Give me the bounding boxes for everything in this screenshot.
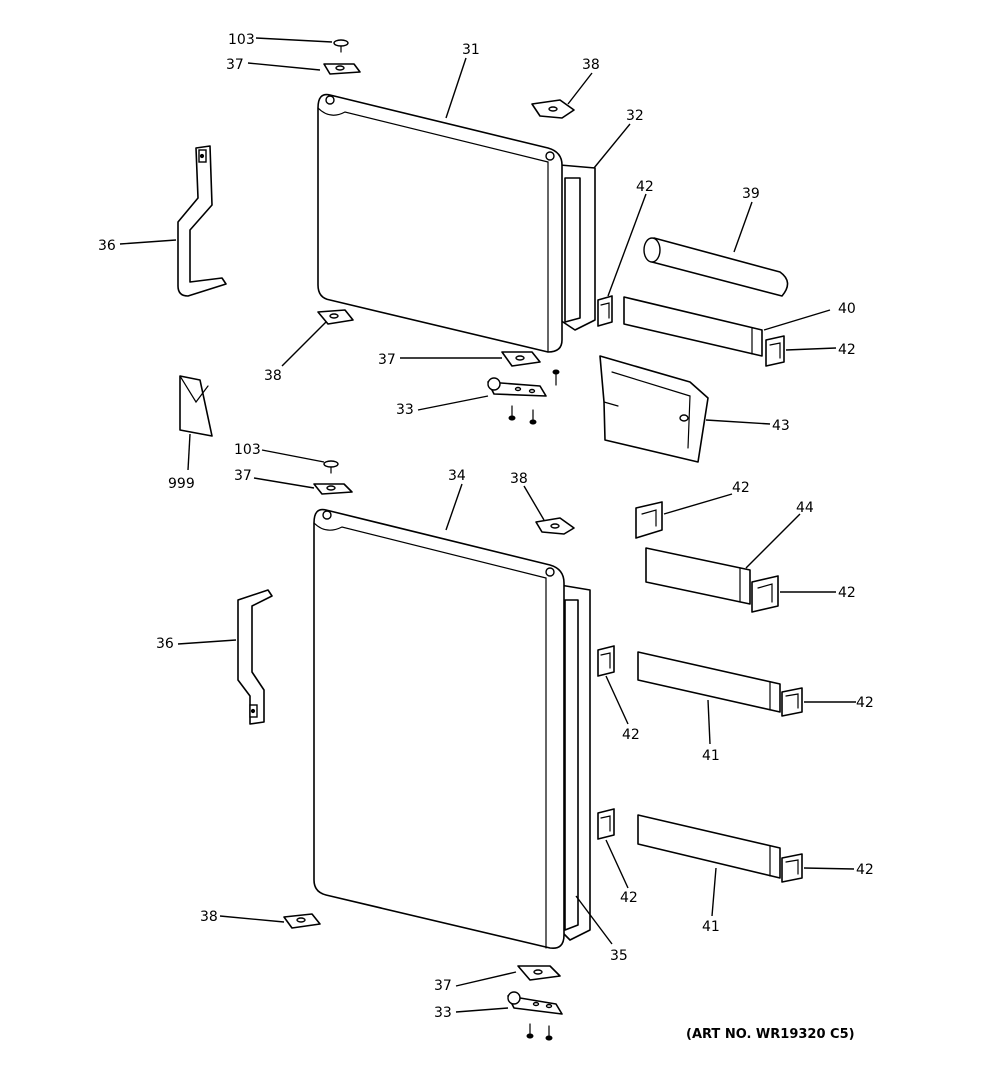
callout-42: 42 [856,695,874,711]
callout-38: 38 [582,57,600,73]
shim-37-lower[interactable] [313,483,353,495]
shim-37-middle[interactable] [501,351,541,367]
callout-36: 36 [98,238,116,254]
shim-38-upper-right[interactable] [531,99,575,119]
shim-37-bottom[interactable] [517,965,561,981]
hinge-pin-103-top[interactable] [333,39,349,53]
handle-36-upper[interactable] [177,145,227,297]
callout-44: 44 [796,500,814,516]
shim-37-top[interactable] [323,63,361,75]
shim-38-lower-right[interactable] [535,517,575,535]
callout-38: 38 [510,471,528,487]
callout-41: 41 [702,919,720,935]
art-number: (ART NO. WR19320 C5) [686,1027,855,1042]
bar-clip-42-b[interactable] [765,335,785,367]
leader-lines [119,37,856,1013]
callout-103: 103 [228,32,255,48]
callout-41: 41 [702,748,720,764]
callout-37: 37 [234,468,252,484]
literature-envelope-999[interactable] [179,375,213,437]
callout-34: 34 [448,468,466,484]
shelf-bar-41-lower[interactable] [637,814,781,879]
bottom-hinge-33[interactable] [507,991,563,1041]
callout-43: 43 [772,418,790,434]
callout-labels: 103 37 31 38 32 42 39 36 40 42 38 37 33 … [98,32,874,1021]
callout-42: 42 [620,890,638,906]
callout-37: 37 [378,352,396,368]
freezer-shelf-43[interactable] [599,355,709,463]
callout-40: 40 [838,301,856,317]
callout-42: 42 [732,480,750,496]
handle-36-lower[interactable] [237,589,273,725]
bar-clip-42-h[interactable] [781,853,803,883]
callout-38: 38 [200,909,218,925]
callout-37: 37 [434,978,452,994]
callout-33: 33 [434,1005,452,1021]
callout-33: 33 [396,402,414,418]
callout-103: 103 [234,442,261,458]
callout-42: 42 [636,179,654,195]
shelf-bar-40[interactable] [623,296,763,357]
center-hinge-33[interactable] [487,369,560,425]
bar-clip-42-g[interactable] [597,808,615,840]
bar-clip-42-c[interactable] [635,501,663,539]
bar-clip-42-e[interactable] [597,645,615,677]
callout-32: 32 [626,108,644,124]
shim-38-mid-left[interactable] [317,309,354,325]
callout-36: 36 [156,636,174,652]
shelf-bar-44[interactable] [645,547,751,605]
freezer-door-31[interactable] [317,93,596,353]
fresh-food-door-34[interactable] [313,508,591,950]
hinge-pin-103-lower[interactable] [323,460,339,474]
callout-38: 38 [264,368,282,384]
callout-39: 39 [742,186,760,202]
callout-35: 35 [610,948,628,964]
shelf-bar-41-upper[interactable] [637,651,781,713]
callout-42: 42 [838,585,856,601]
bar-clip-42-f[interactable] [781,687,803,717]
shim-38-bottom-left[interactable] [283,913,321,929]
callout-42: 42 [622,727,640,743]
callout-37: 37 [226,57,244,73]
callout-999: 999 [168,476,195,492]
callout-42: 42 [838,342,856,358]
bar-clip-42-d[interactable] [751,575,779,613]
callout-42: 42 [856,862,874,878]
callout-31: 31 [462,42,480,58]
trim-tube-39[interactable] [643,237,789,297]
bar-clip-42-a[interactable] [597,295,613,327]
